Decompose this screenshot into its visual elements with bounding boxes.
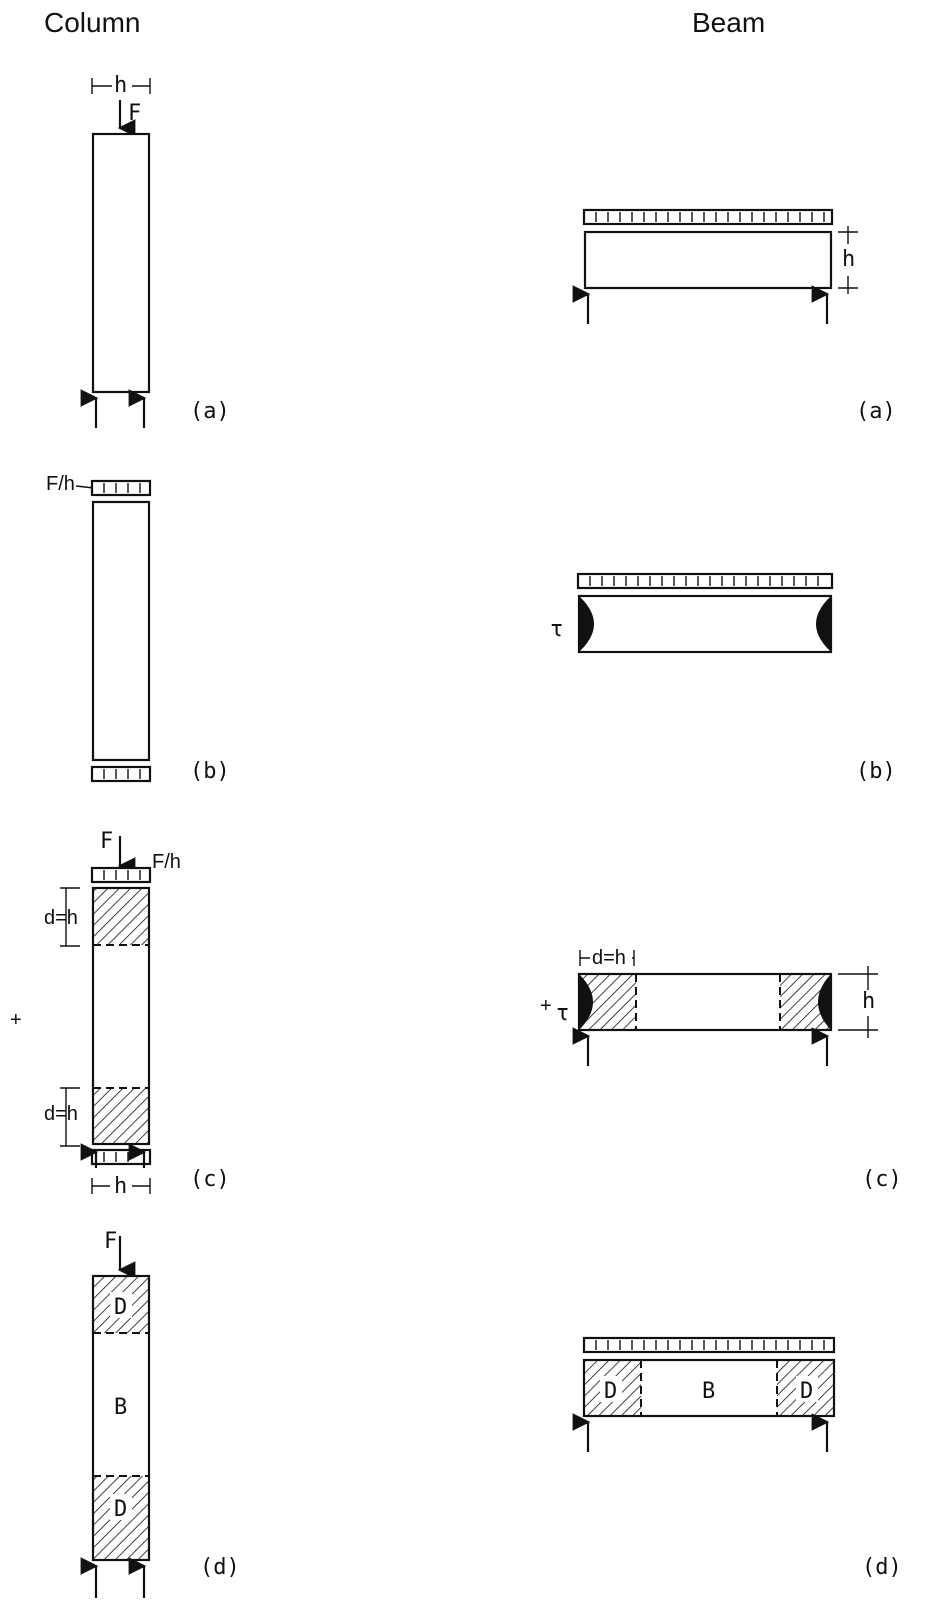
column-c-bottom-load (90, 1148, 152, 1166)
column-c-bottom-d-label: d=h (44, 1103, 78, 1125)
column-c-load-label: F/h (152, 851, 181, 873)
beam-d-left-d-label: D (604, 1379, 617, 1404)
column-c-top-load (90, 866, 152, 884)
beam-a: h (a) (572, 208, 896, 424)
beam-c-h-label: h (862, 989, 875, 1014)
column-b-panel-label: (b) (190, 759, 230, 784)
column-d-bottom-d-label: D (114, 1497, 127, 1522)
beam-d-panel-label: (d) (862, 1555, 902, 1580)
column-c-panel-label: (c) (190, 1167, 230, 1192)
column-c: + F F/h d=h d=h h (c) (10, 829, 230, 1199)
column-c-force-label: F (100, 829, 113, 854)
beam-b-tau-label: τ (550, 617, 563, 642)
column-d-b-label: B (114, 1395, 127, 1420)
beam-d-b-label: B (702, 1379, 715, 1404)
beam-c-left-shear (580, 975, 593, 1029)
column-d: F D B D (d) (80, 1229, 240, 1598)
beam-c-panel-label: (c) (862, 1167, 902, 1192)
column-b: F/h (b) (46, 473, 230, 784)
column-header: Column (44, 7, 140, 38)
column-d-panel-label: (d) (200, 1555, 240, 1580)
beam-a-distributed-load (582, 208, 834, 226)
beam-b-right-shear (816, 597, 830, 651)
beam-header: Beam (692, 7, 765, 38)
plus-sign: + (10, 1009, 22, 1031)
beam-d: D B D (d) (572, 1336, 902, 1580)
column-b-top-load (90, 479, 152, 497)
column-d-force-label: F (104, 1229, 117, 1254)
beam-c-right-shear (818, 975, 830, 1029)
column-c-bottom-d-region (94, 1088, 148, 1143)
beam-a-h-label: h (842, 247, 855, 272)
column-c-h-label: h (114, 1174, 127, 1199)
beam-d-right-d-label: D (800, 1379, 813, 1404)
column-b-load-label: F/h (46, 473, 75, 495)
column-c-top-d-label: d=h (44, 907, 78, 929)
column-b-body (91, 500, 151, 762)
beam-c-tau-label: τ (556, 1001, 569, 1026)
beam-c-plus: + (540, 995, 552, 1017)
beam-a-body (583, 230, 833, 290)
beam-b-body (577, 594, 833, 654)
column-a-panel-label: (a) (190, 399, 230, 424)
column-a-h-label: h (114, 73, 127, 98)
beam-b-panel-label: (b) (856, 759, 896, 784)
column-c-top-d-region (94, 889, 148, 945)
beam-c: d=h + τ h (c) (540, 946, 902, 1192)
beam-d-distributed-load (582, 1336, 836, 1354)
beam-b-distributed-load (576, 572, 834, 590)
column-d-top-d-label: D (114, 1295, 127, 1320)
column-b-bottom-load (90, 765, 152, 783)
column-a-force-label: F (128, 101, 141, 126)
beam-a-panel-label: (a) (856, 399, 896, 424)
column-a-body (91, 132, 151, 394)
column-a: h F (a) (80, 73, 230, 428)
beam-b-left-shear (580, 597, 594, 651)
beam-c-d-label: d=h (592, 947, 626, 969)
beam-b: τ (b) (550, 572, 896, 784)
